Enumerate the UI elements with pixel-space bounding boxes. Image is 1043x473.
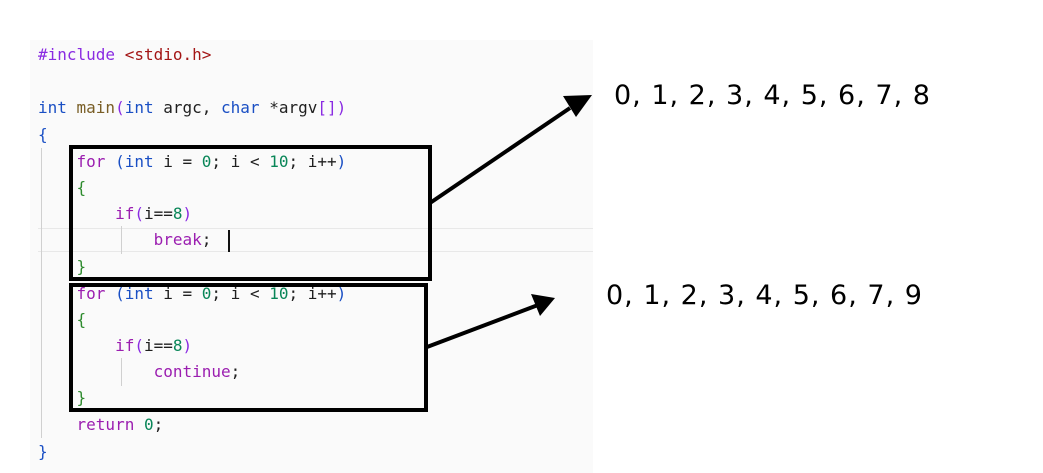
- code-token: }: [76, 257, 87, 276]
- code-token: }: [76, 388, 87, 407]
- code-token: 10: [269, 152, 289, 171]
- code-line: break;: [38, 227, 212, 253]
- code-token: i =: [163, 152, 202, 171]
- code-token: if: [115, 336, 135, 355]
- code-line: for (int i = 0; i < 10; i++): [38, 149, 347, 175]
- code-token: (: [115, 152, 125, 171]
- code-token: if: [115, 204, 135, 223]
- code-token: {: [76, 178, 87, 197]
- code-line: if(i==8): [38, 333, 192, 359]
- code-token: 0: [143, 415, 154, 434]
- code-editor-panel: [30, 40, 593, 473]
- code-token: ;: [201, 230, 212, 249]
- code-token: argc,: [163, 98, 222, 117]
- code-token: []: [317, 98, 337, 117]
- code-token: i==: [143, 336, 173, 355]
- continue-arrow-line: [426, 303, 539, 349]
- code-token: {: [38, 125, 48, 144]
- continue-output-text: 0, 1, 2, 3, 4, 5, 6, 7, 9: [606, 280, 923, 311]
- code-line: {: [38, 175, 87, 201]
- break-loop-box: [69, 145, 432, 281]
- code-token: (: [115, 284, 125, 303]
- code-token: break: [153, 230, 202, 249]
- text-caret: [228, 230, 230, 252]
- code-token: {: [76, 310, 87, 329]
- current-line-highlight: [38, 228, 593, 252]
- code-token: ; i <: [211, 284, 270, 303]
- break-arrow-line: [428, 106, 572, 205]
- break-output-text: 0, 1, 2, 3, 4, 5, 6, 7, 8: [614, 80, 931, 111]
- code-line: {: [38, 122, 48, 148]
- code-token: ): [336, 152, 347, 171]
- code-token: 8: [172, 204, 183, 223]
- code-token: }: [38, 442, 48, 461]
- code-line: }: [38, 439, 48, 465]
- continue-loop-box: [69, 283, 428, 412]
- code-line: int main(int argc, char *argv[]): [38, 95, 346, 121]
- code-line: for (int i = 0; i < 10; i++): [38, 281, 347, 307]
- code-token: int: [124, 152, 164, 171]
- code-token: ; i++: [288, 152, 337, 171]
- code-token: for: [76, 152, 116, 171]
- code-token: int: [38, 98, 77, 117]
- code-token: ): [336, 284, 347, 303]
- code-token: #include: [38, 45, 125, 64]
- code-token: int: [124, 98, 164, 117]
- code-token: ; i++: [288, 284, 337, 303]
- code-token: <stdio.h>: [124, 45, 212, 64]
- code-line: return 0;: [38, 412, 164, 438]
- continue-arrow-head: [531, 294, 555, 316]
- code-token: 10: [269, 284, 289, 303]
- code-token: char: [221, 98, 270, 117]
- code-line: {: [38, 307, 87, 333]
- code-token: ;: [153, 415, 164, 434]
- code-token: 8: [172, 336, 183, 355]
- break-arrow-head: [563, 95, 592, 117]
- code-token: main: [76, 98, 116, 117]
- code-token: int: [124, 284, 164, 303]
- code-token: ): [182, 336, 193, 355]
- code-token: for: [76, 284, 116, 303]
- code-line: }: [38, 385, 87, 411]
- code-line: #include <stdio.h>: [38, 42, 211, 68]
- code-token: return: [76, 415, 144, 434]
- code-token: (: [134, 336, 144, 355]
- code-token: ; i <: [211, 152, 270, 171]
- code-token: (: [134, 204, 144, 223]
- code-token: i==: [143, 204, 173, 223]
- code-line: if(i==8): [38, 201, 192, 227]
- code-line: }: [38, 254, 87, 280]
- code-line: continue;: [38, 359, 241, 385]
- code-token: ): [336, 98, 347, 117]
- indent-guide-break: [121, 226, 122, 254]
- indent-guide-continue: [121, 358, 122, 386]
- code-token: 0: [201, 284, 212, 303]
- code-token: ): [182, 204, 193, 223]
- code-token: (: [115, 98, 125, 117]
- code-token: i =: [163, 284, 202, 303]
- code-token: ;: [230, 362, 241, 381]
- indent-guide-main: [41, 148, 42, 438]
- code-token: 0: [201, 152, 212, 171]
- code-token: *argv: [269, 98, 318, 117]
- code-token: continue: [153, 362, 231, 381]
